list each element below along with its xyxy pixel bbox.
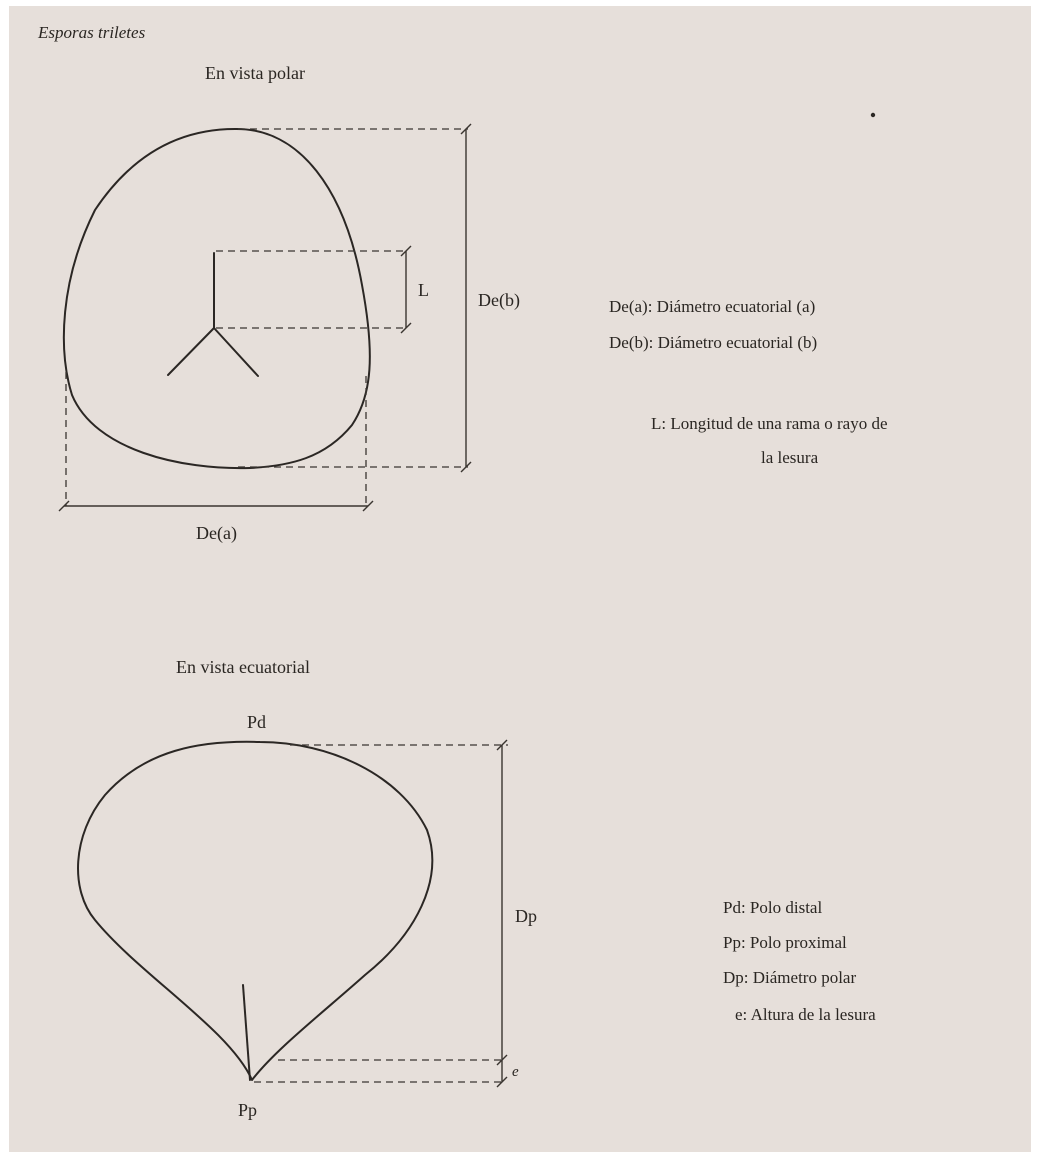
ink-speck — [870, 112, 876, 118]
label-Dp: Dp — [515, 906, 537, 926]
label-Dea: De(a) — [196, 523, 237, 544]
legend-L-line2: la lesura — [761, 448, 819, 467]
heading: Esporas triletes — [37, 23, 146, 42]
polar-view: En vista polar De(b) — [58, 63, 888, 544]
polar-view-title: En vista polar — [205, 63, 305, 83]
legend-Dp: Dp: Diámetro polar — [723, 968, 856, 987]
deb-measure — [460, 123, 472, 473]
label-Deb: De(b) — [478, 290, 520, 311]
equatorial-view: En vista ecuatorial Dp e Pd Pp Pd: Polo … — [77, 657, 876, 1120]
L-measure — [400, 245, 412, 334]
dea-measure — [58, 500, 374, 512]
label-L: L — [418, 280, 429, 300]
equatorial-spore-outline — [77, 740, 434, 1081]
paper-sheet — [9, 6, 1031, 1152]
legend-Pp: Pp: Polo proximal — [723, 933, 847, 952]
legend-Deb: De(b): Diámetro ecuatorial (b) — [609, 333, 817, 352]
legend-Pd: Pd: Polo distal — [723, 898, 822, 917]
dp-measure — [496, 739, 508, 1088]
label-Pd: Pd — [247, 712, 266, 732]
lesura-mark — [242, 984, 251, 1081]
label-e: e — [512, 1064, 519, 1080]
legend-e: e: Altura de la lesura — [735, 1005, 876, 1024]
trilete-mark — [167, 252, 259, 377]
equatorial-view-title: En vista ecuatorial — [176, 657, 310, 677]
label-Pp: Pp — [238, 1100, 257, 1120]
legend-L-line1: L: Longitud de una rama o rayo de — [651, 414, 888, 433]
legend-Dea: De(a): Diámetro ecuatorial (a) — [609, 297, 815, 316]
polar-spore-outline — [62, 127, 371, 470]
